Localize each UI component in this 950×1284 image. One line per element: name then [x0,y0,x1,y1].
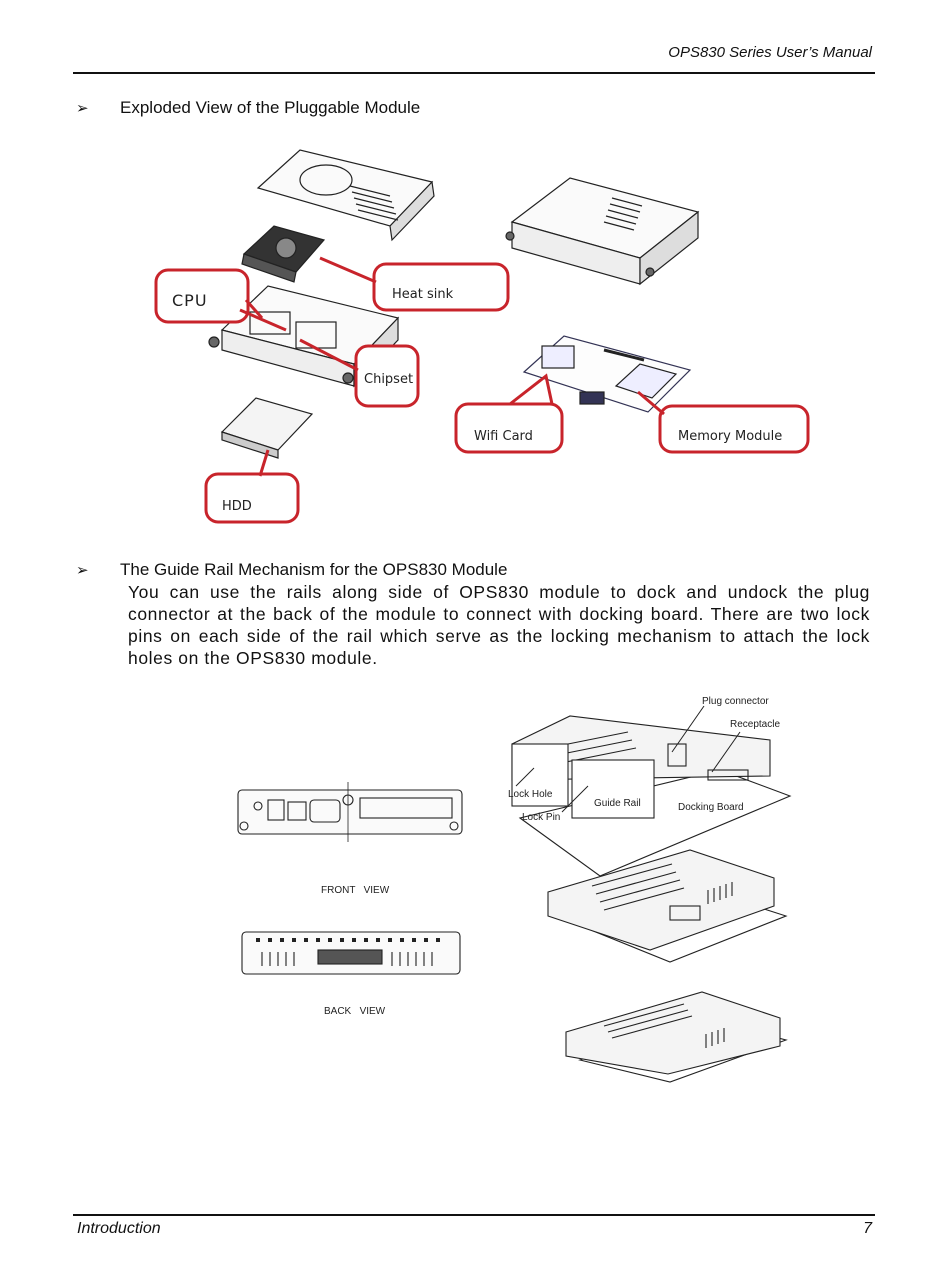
hdd-part [220,397,314,459]
running-header: OPS830 Series User’s Manual [668,44,872,61]
label-lock-hole: Lock Hole [508,789,553,800]
callout-chipset: Chipset [364,372,413,387]
callout-wifi-card: Wifi Card [474,429,533,444]
label-docking-board: Docking Board [678,802,744,813]
callout-hdd: HDD [222,499,252,514]
page-number: 7 [863,1220,872,1237]
label-lock-pin: Lock Pin [522,812,560,823]
top-cover-plate [256,149,435,242]
docking-step-3 [565,991,788,1083]
footer-section-name: Introduction [77,1220,161,1237]
section-title-exploded-view: Exploded View of the Pluggable Module [120,98,421,117]
footer-rule [73,1214,875,1216]
header-rule [73,72,875,74]
section-bullet: ➢ [76,562,89,579]
callout-heat-sink: Heat sink [392,287,454,302]
docking-step-2 [547,849,788,963]
callout-memory-module: Memory Module [678,429,782,444]
label-back-view: BACK VIEW [324,1006,386,1017]
back-view-drawing [241,931,461,975]
section-bullet: ➢ [76,100,89,117]
front-view-drawing [237,782,463,842]
section-title-guide-rail: The Guide Rail Mechanism for the OPS830 … [120,560,508,579]
heat-sink-part [241,225,326,283]
label-plug-connector: Plug connector [702,696,769,707]
label-guide-rail: Guide Rail [594,798,641,809]
callout-cpu: CPU [172,291,208,310]
docking-step-1 [511,715,792,877]
label-receptacle: Receptacle [730,719,780,730]
assembled-module [505,177,700,286]
guide-rail-paragraph: You can use the rails along side of OPS8… [128,582,870,668]
label-front-view: FRONT VIEW [321,885,390,896]
